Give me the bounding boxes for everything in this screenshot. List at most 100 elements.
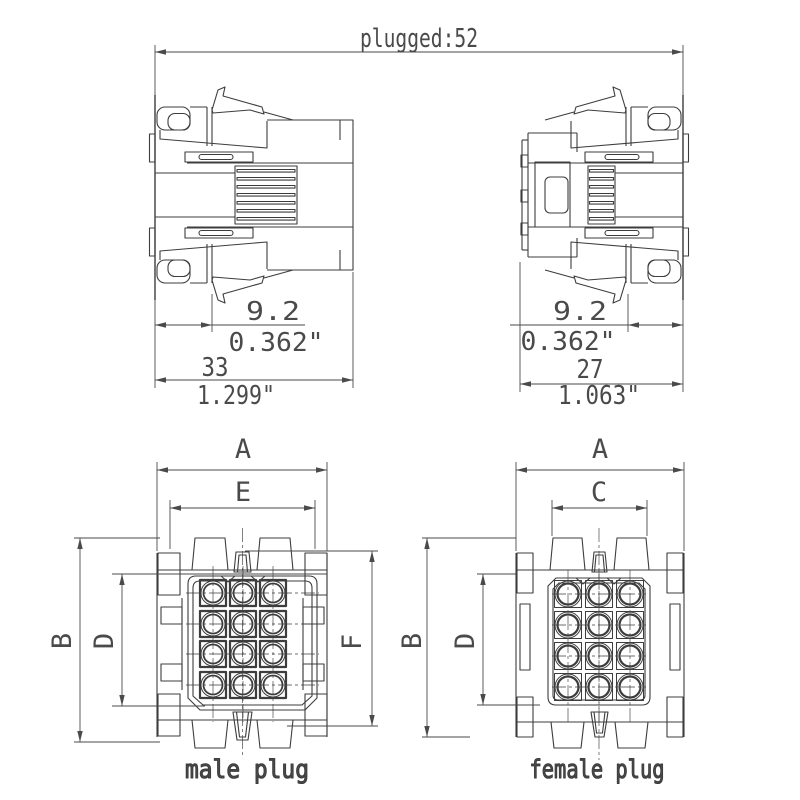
seal-rib — [236, 176, 296, 181]
pin-cavity — [258, 609, 288, 639]
female-depth-mm: 9.2 — [553, 297, 607, 327]
female-dim-B: B — [397, 633, 428, 649]
plugged-dimension: plugged:52 — [154, 24, 684, 95]
pin-contact — [202, 674, 224, 696]
seal-rib — [236, 192, 296, 197]
pin-contact-outer — [616, 673, 644, 701]
female-plug-label: female plug — [530, 755, 665, 785]
dim-arrowhead — [77, 731, 83, 742]
pin-contact — [556, 675, 580, 699]
pin-contact — [618, 582, 642, 606]
dim-arrowhead — [170, 505, 181, 511]
pin-contact-outer — [554, 673, 582, 701]
dim-arrowhead — [516, 467, 527, 473]
pin-contact — [202, 643, 224, 665]
female-side-rail-right — [669, 603, 681, 671]
female-side-dimensions: 9.2 0.362" 27 1.063" — [510, 262, 684, 411]
pin-cavity — [258, 639, 288, 669]
pin-contact-outer — [200, 672, 226, 698]
pin-cavity — [198, 578, 228, 608]
female-corner-block-tl — [516, 552, 534, 594]
female-top-latch — [544, 86, 682, 163]
male-depth-mm: 9.2 — [246, 297, 300, 327]
male-front-dimensions: A E B D F — [47, 434, 378, 743]
female-bottom-latch — [544, 227, 682, 304]
pin-cavity — [228, 670, 258, 700]
pin-contact — [618, 675, 642, 699]
dim-arrowhead — [119, 574, 125, 585]
male-wire-seal-ribs — [236, 168, 296, 221]
female-corner-block-br — [666, 696, 684, 738]
pin-contact — [262, 643, 284, 665]
male-corner-block-bl — [157, 693, 181, 737]
pin-contact-outer — [554, 642, 582, 670]
pin-contact-outer — [230, 641, 256, 667]
female-front-dimensions: A C B D — [397, 434, 685, 738]
dim-arrowhead — [369, 551, 375, 562]
seal-rib — [236, 216, 296, 221]
female-dim-A: A — [592, 434, 608, 465]
male-length-mm: 33 — [202, 353, 229, 383]
pin-contact-outer — [200, 580, 226, 606]
female-wire-seal-ribs — [588, 168, 615, 221]
female-corner-block-bl — [516, 696, 534, 738]
female-corner-block-tr — [666, 552, 684, 594]
pin-contact-outer — [230, 672, 256, 698]
female-bottom-tab-right — [614, 721, 649, 749]
male-side-view — [148, 86, 354, 304]
dim-arrowhead — [316, 467, 327, 473]
seal-rib — [236, 184, 296, 189]
male-plug-label: male plug — [185, 755, 309, 785]
dim-arrowhead — [480, 694, 486, 705]
pin-contact-outer — [616, 642, 644, 670]
dim-arrowhead — [342, 377, 353, 383]
pin-cavity — [198, 639, 228, 669]
male-depth-in: 0.362" — [229, 328, 324, 358]
pin-contact — [202, 613, 224, 635]
pin-contact-outer — [200, 611, 226, 637]
dim-arrowhead — [119, 695, 125, 706]
seal-rib — [236, 200, 296, 205]
dim-arrowhead — [552, 505, 563, 511]
dim-arrowhead — [672, 322, 683, 328]
pin-contact-outer — [230, 580, 256, 606]
dim-arrowhead — [155, 49, 166, 55]
pin-cavity — [228, 609, 258, 639]
pin-cavity — [258, 670, 288, 700]
pin-contact-outer — [230, 611, 256, 637]
pin-contact — [202, 582, 224, 604]
pin-contact-outer — [200, 641, 226, 667]
female-front-view: female plug — [515, 528, 685, 786]
dim-arrowhead — [201, 322, 212, 328]
male-dim-B: B — [47, 633, 78, 649]
male-bottom-tab-left — [191, 719, 229, 749]
female-housing-outline — [547, 577, 651, 706]
pin-contact — [262, 613, 284, 635]
pin-contact — [556, 644, 580, 668]
pin-contact-outer — [260, 580, 286, 606]
seal-rib — [236, 208, 296, 213]
male-side-body — [155, 119, 354, 271]
pin-cavity — [198, 670, 228, 700]
male-dim-D: D — [89, 633, 120, 649]
dim-arrowhead — [157, 467, 168, 473]
male-top-latch — [156, 86, 294, 163]
pin-contact-outer — [260, 641, 286, 667]
dim-arrowhead — [480, 574, 486, 585]
pin-contact — [232, 582, 254, 604]
dim-arrowhead — [369, 715, 375, 726]
pin-cavity — [198, 609, 228, 639]
pin-contact — [262, 674, 284, 696]
dim-arrowhead — [628, 322, 639, 328]
male-dim-E: E — [235, 477, 251, 508]
female-length-mm: 27 — [577, 355, 604, 385]
seal-rib — [236, 168, 296, 173]
female-side-body — [520, 132, 683, 258]
female-dim-C: C — [591, 477, 607, 508]
male-top-tab-right — [256, 537, 294, 571]
pin-contact — [556, 613, 580, 637]
dim-arrowhead — [672, 49, 683, 55]
female-bottom-tab-left — [550, 721, 585, 749]
male-housing-outline — [187, 575, 318, 711]
